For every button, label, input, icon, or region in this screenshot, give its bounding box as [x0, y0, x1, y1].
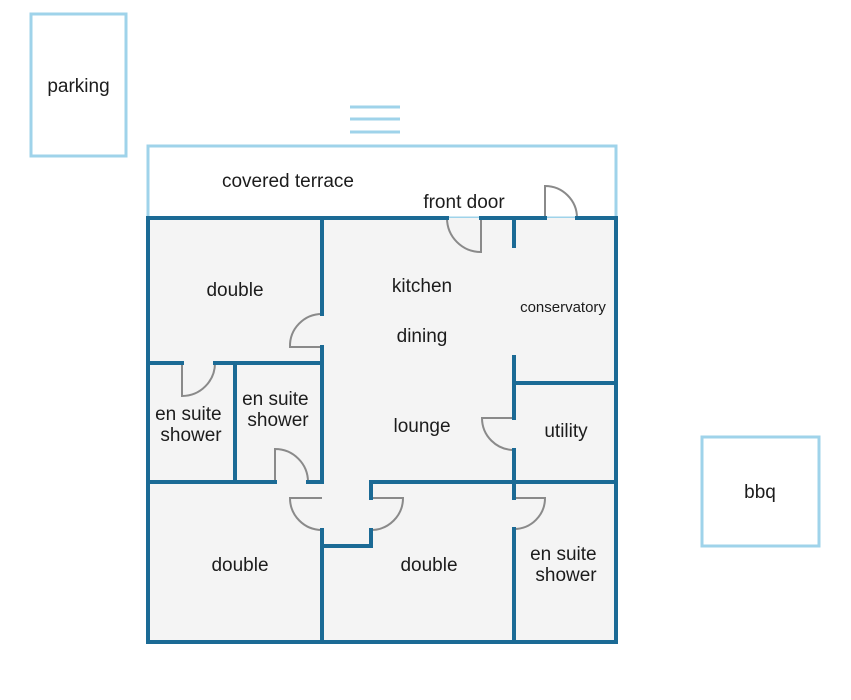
hall-right-door-swing — [370, 497, 405, 531]
front-door-swing — [446, 217, 482, 254]
en-suite-mid-line2: shower — [247, 410, 309, 431]
hall-left-door-swing — [288, 497, 323, 531]
en-suite-right-label: en suite shower — [530, 544, 602, 586]
en-suite-right-line2: shower — [535, 565, 597, 586]
front-door-label: front door — [423, 192, 505, 213]
terrace-door-swing — [544, 184, 578, 219]
en-suite-left-line1: en suite — [155, 404, 222, 425]
lounge-label: lounge — [393, 416, 450, 437]
double-bottom-mid-label: double — [400, 555, 457, 576]
en-suite-mid-label: en suite shower — [242, 389, 314, 431]
double-top-left-door-swing — [288, 313, 323, 348]
en-suite-mid-line1: en suite — [242, 389, 309, 410]
kitchen-label: kitchen — [392, 276, 452, 297]
utility-door-swing — [480, 417, 515, 451]
covered-terrace-label: covered terrace — [222, 171, 354, 192]
steps-icon — [350, 105, 400, 134]
double-top-left-label: double — [206, 280, 263, 301]
house-floor — [148, 218, 616, 642]
bbq-area — [700, 435, 821, 548]
en-suite-right-door-swing — [513, 497, 547, 530]
en-suite-left-label: en suite shower — [155, 404, 227, 446]
en-suite-mid-door-swing — [274, 447, 309, 483]
parking-label: parking — [47, 76, 109, 97]
double-bottom-left-label: double — [211, 555, 268, 576]
bbq-label: bbq — [744, 482, 776, 503]
utility-label: utility — [544, 421, 588, 442]
en-suite-right-line1: en suite — [530, 544, 597, 565]
parking-area — [29, 12, 128, 158]
en-suite-left-line2: shower — [160, 425, 222, 446]
en-suite-left-door-swing — [181, 362, 216, 398]
walls — [146, 216, 618, 644]
dining-label: dining — [397, 326, 448, 347]
door-swings — [181, 184, 578, 531]
conservatory-label: conservatory — [520, 299, 606, 316]
